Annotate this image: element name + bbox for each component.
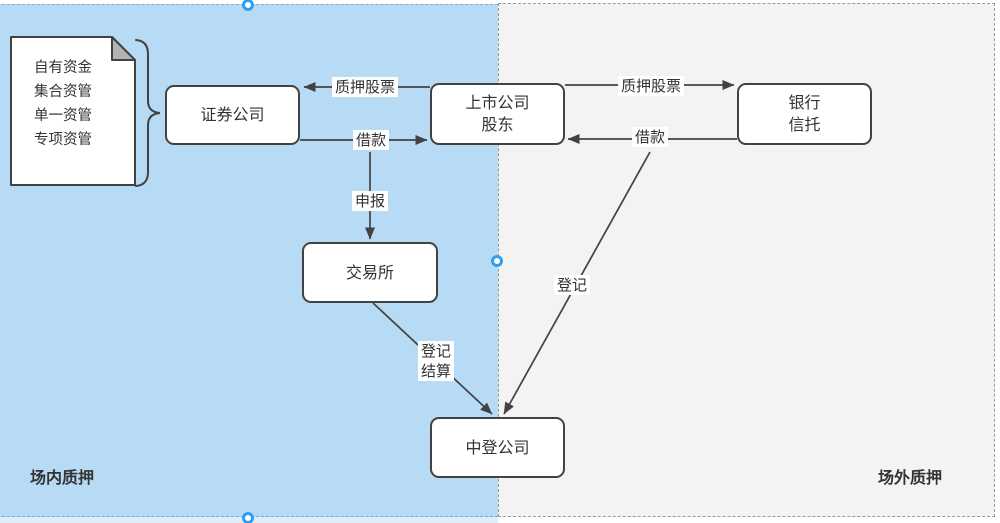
node-exchange[interactable]: 交易所 [302, 242, 438, 303]
node-securities-company[interactable]: 证券公司 [165, 85, 300, 145]
selection-handle-top[interactable] [242, 0, 254, 11]
node-label: 信托 [788, 115, 821, 134]
note-fold-corner [111, 36, 136, 61]
node-listed-shareholder[interactable]: 上市公司 股东 [430, 83, 565, 145]
funding-note-text: 自有资金 集合资管 单一资管 专项资管 [34, 56, 92, 152]
note-line: 自有资金 [34, 60, 92, 76]
on-exchange-caption: 场内质押 [30, 468, 95, 487]
selection-handle-bottom[interactable] [242, 512, 254, 523]
note-line: 单一资管 [34, 108, 92, 124]
node-label: 股东 [481, 115, 514, 134]
off-exchange-caption: 场外质押 [878, 468, 943, 487]
selection-handle-right[interactable] [491, 255, 503, 267]
node-label: 银行 [788, 93, 821, 112]
edge-label-line: 结算 [420, 362, 452, 380]
brace-shape[interactable] [135, 39, 161, 187]
note-line: 专项资管 [34, 132, 92, 148]
node-bank-trust[interactable]: 银行 信托 [737, 83, 872, 145]
node-label: 交易所 [345, 262, 394, 282]
node-label: 证券公司 [200, 105, 265, 124]
loan-right-label[interactable]: 借款 [631, 127, 669, 147]
register-right-label[interactable]: 登记 [553, 275, 591, 295]
funding-note-shape[interactable] [10, 36, 136, 186]
register-settle-label[interactable]: 登记 结算 [417, 341, 455, 381]
node-csdc[interactable]: 中登公司 [430, 417, 565, 478]
loan-left-label[interactable]: 借款 [352, 130, 390, 150]
pledge-right-label[interactable]: 质押股票 [617, 76, 685, 96]
note-line: 集合资管 [34, 84, 92, 100]
pledge-left-label[interactable]: 质押股票 [331, 77, 399, 97]
node-label: 中登公司 [465, 437, 530, 457]
declare-label[interactable]: 申报 [351, 191, 389, 211]
node-label: 上市公司 [465, 93, 530, 112]
edge-label-line: 登记 [420, 342, 452, 360]
